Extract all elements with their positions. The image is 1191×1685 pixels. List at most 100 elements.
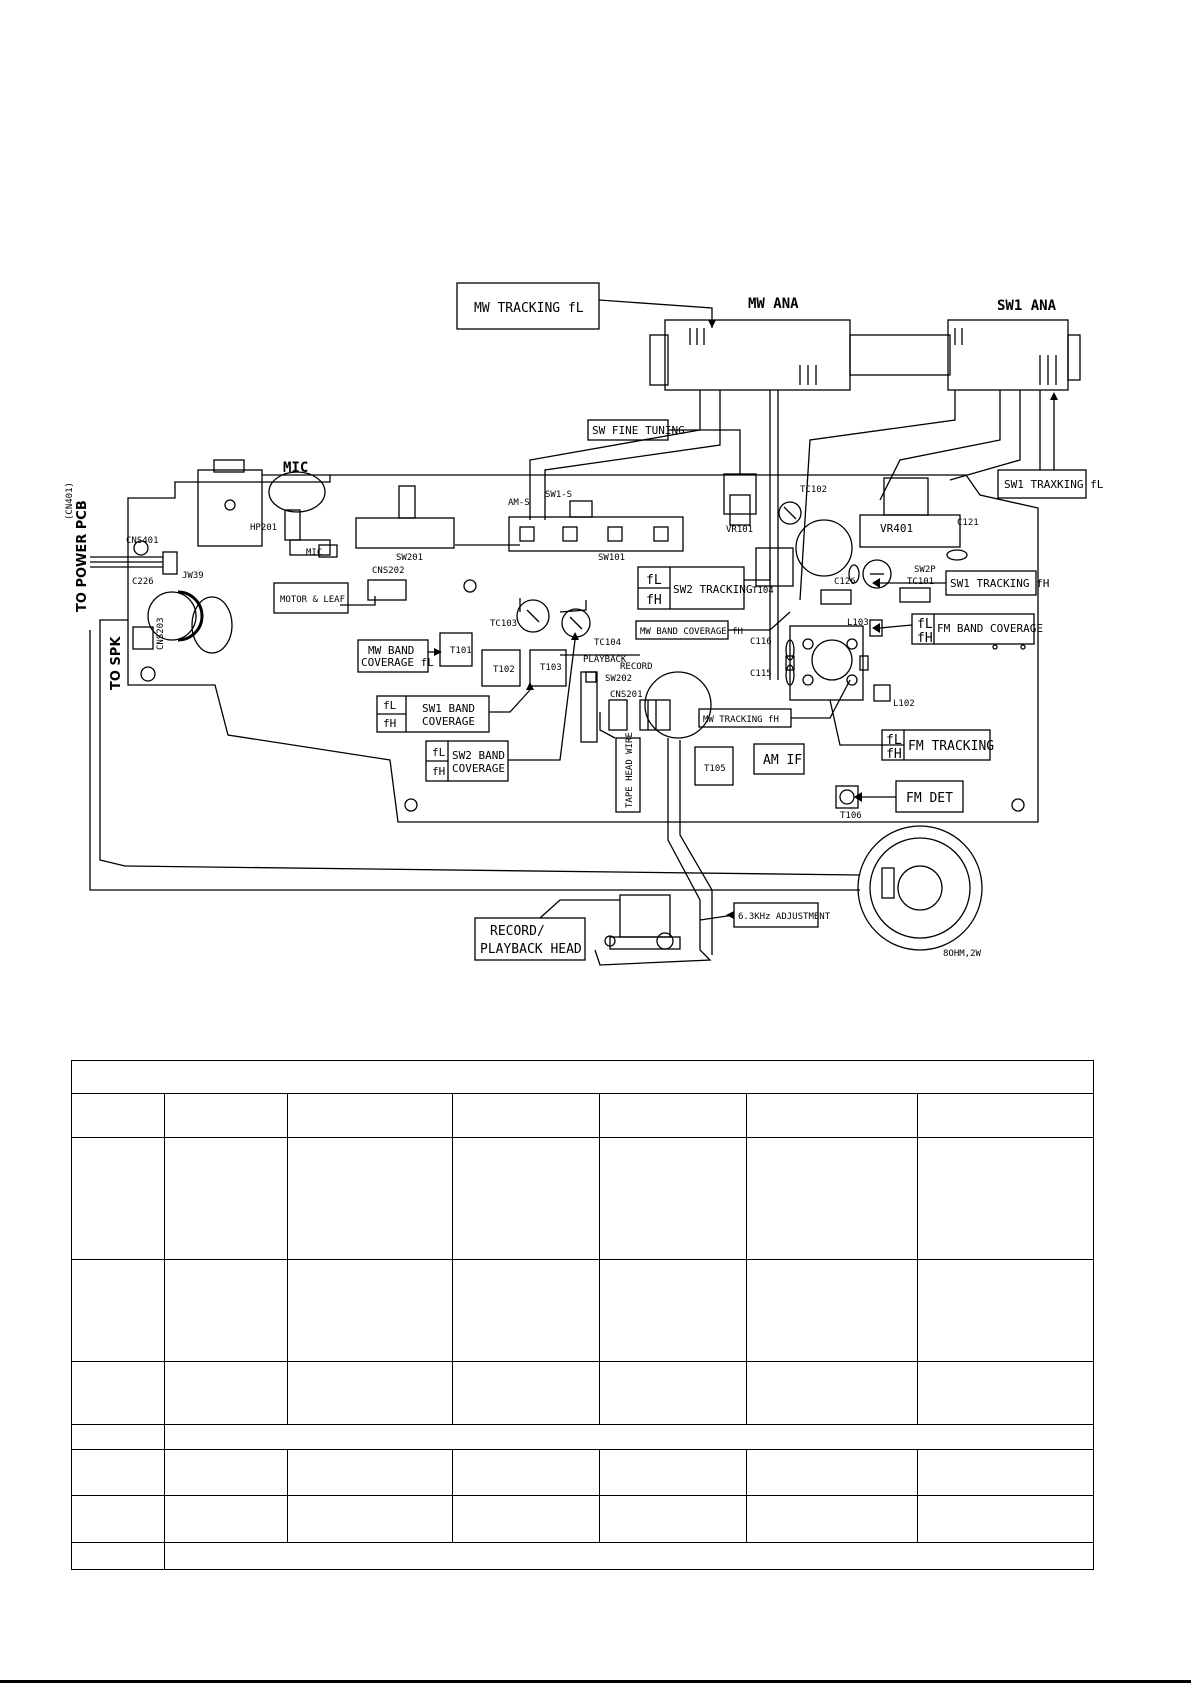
big-capacitor: [795, 519, 853, 577]
table-cell: [287, 1136, 453, 1260]
table-cell: [164, 1495, 288, 1543]
table-row: [71, 1136, 1095, 1260]
adjust-63khz-label: 6.3KHz ADJUSTMENT: [738, 912, 831, 922]
mw-band-label: MW BAND: [368, 644, 414, 657]
table-cell: [71, 1136, 165, 1260]
mic-small-label: MIC: [306, 548, 322, 558]
tape-head-wire-label: TAPE HEAD WIRE: [625, 732, 635, 808]
mw-tracking-fl-box: [456, 282, 600, 330]
cns203-label: CNS203: [156, 617, 166, 650]
jw39-label: JW39: [182, 571, 204, 581]
table-cell: [916, 1448, 1095, 1497]
cns202-label: CNS202: [372, 566, 405, 576]
table-row: [71, 1448, 1095, 1497]
table-cell: [452, 1136, 600, 1260]
table-cell: [452, 1448, 600, 1497]
table-cell: [746, 1093, 918, 1138]
sw1-tracking-fh-label: SW1 TRACKING fH: [950, 577, 1049, 590]
sw1-coverage-label: COVERAGE: [422, 715, 475, 728]
table-cell: [452, 1495, 600, 1543]
table-cell: [164, 1136, 288, 1260]
table-cell: [746, 1258, 918, 1363]
mw-band-coverage-fl-box: [357, 639, 429, 673]
sw2-tracking-fl-label: fL: [646, 573, 662, 588]
motor-leaf-box: [273, 582, 349, 614]
t103-coil: [529, 649, 567, 687]
bottom-rule: [0, 1680, 1191, 1683]
vr101-label: VR101: [726, 525, 753, 535]
table-cell: [71, 1495, 165, 1543]
fm-band-fh-label: fH: [917, 631, 933, 646]
t105-coil: [694, 746, 734, 786]
mw-ana-label: MW ANA: [748, 296, 799, 312]
table-cell: [746, 1136, 918, 1260]
sw1-band-fl-label: fL: [383, 699, 397, 712]
fm-band-coverage-box: [911, 613, 1035, 645]
table-cell: [164, 1448, 288, 1497]
tape-head: [604, 894, 681, 950]
coverage-fl-label: COVERAGE fL: [361, 656, 434, 669]
table-cell: [916, 1495, 1095, 1543]
cns401-connector: [162, 551, 178, 575]
c116-label: C116: [750, 637, 772, 647]
table-cell: [164, 1258, 288, 1363]
fm-band-coverage-label: FM BAND COVERAGE: [937, 622, 1043, 635]
speaker-rating-label: 8OHM,2W: [943, 949, 982, 959]
motor-leaf-label: MOTOR & LEAF: [280, 595, 345, 605]
am-if-label: AM IF: [763, 753, 802, 768]
fm-tracking-label: FM TRACKING: [908, 739, 994, 754]
table-cell: [452, 1361, 600, 1425]
sw2-band-label: SW2 BAND: [452, 749, 505, 762]
table-row: [71, 1258, 1095, 1363]
alignment-table: [70, 1059, 1095, 1571]
t106-label: T106: [840, 811, 862, 821]
sw1-traxking-fl-label: SW1 TRAXKING fL: [1004, 478, 1104, 491]
table-row: [71, 1495, 1095, 1543]
sw1-ana-label: SW1 ANA: [997, 298, 1057, 314]
table-cell: [71, 1423, 165, 1451]
sw201-slide-switch: [355, 517, 455, 549]
table-cell: [599, 1258, 747, 1363]
t103-label: T103: [540, 663, 562, 673]
cns203-connector: [132, 626, 154, 650]
sw1-traxking-fl-box: [997, 469, 1087, 499]
l102-label: L102: [893, 699, 915, 709]
sw2-band-fh-label: fH: [432, 765, 445, 778]
ic-circle: [644, 671, 712, 739]
mw-tracking-fl-label: MW TRACKING fL: [474, 301, 584, 316]
sw1-band-fh-label: fH: [383, 717, 396, 730]
table-cell: [287, 1361, 453, 1425]
table-cell: [916, 1258, 1095, 1363]
table-cell: [70, 1059, 1095, 1095]
vr401-label: VR401: [880, 522, 913, 535]
sw-fine-tuning-label: SW FINE TUNING: [592, 424, 685, 437]
cns202-connector: [367, 579, 407, 601]
c126-label: C126: [834, 577, 856, 587]
table-cell: [746, 1495, 918, 1543]
mount-holes: [133, 540, 1026, 812]
tape-head-wire-box: [615, 737, 641, 813]
variable-capacitor-assembly: [649, 319, 1081, 391]
c226-capacitor: [147, 591, 197, 641]
table-cell: [164, 1093, 288, 1138]
mic-label: MIC: [283, 460, 308, 476]
vr101-potentiometer: [723, 473, 757, 515]
tc104-label: TC104: [594, 638, 621, 648]
sw101-label: SW101: [598, 553, 625, 563]
table-cell: [163, 1541, 1095, 1571]
record-pb-head-line2: PLAYBACK HEAD: [480, 942, 582, 957]
table-cell: [599, 1093, 747, 1138]
table-cell: [71, 1093, 165, 1138]
speaker: [857, 825, 983, 951]
table-cell: [599, 1136, 747, 1260]
table-row: [71, 1093, 1095, 1138]
hp201-label: HP201: [250, 523, 277, 533]
table-cell: [916, 1136, 1095, 1260]
table-row: [71, 1423, 1095, 1451]
wiring: [89, 390, 1041, 966]
sw2-tracking-label: SW2 TRACKING: [673, 583, 752, 596]
table-cell: [164, 1361, 288, 1425]
tc102-trimmer: [778, 501, 802, 525]
table-cell: [746, 1361, 918, 1425]
headphone-jack: [197, 469, 263, 547]
